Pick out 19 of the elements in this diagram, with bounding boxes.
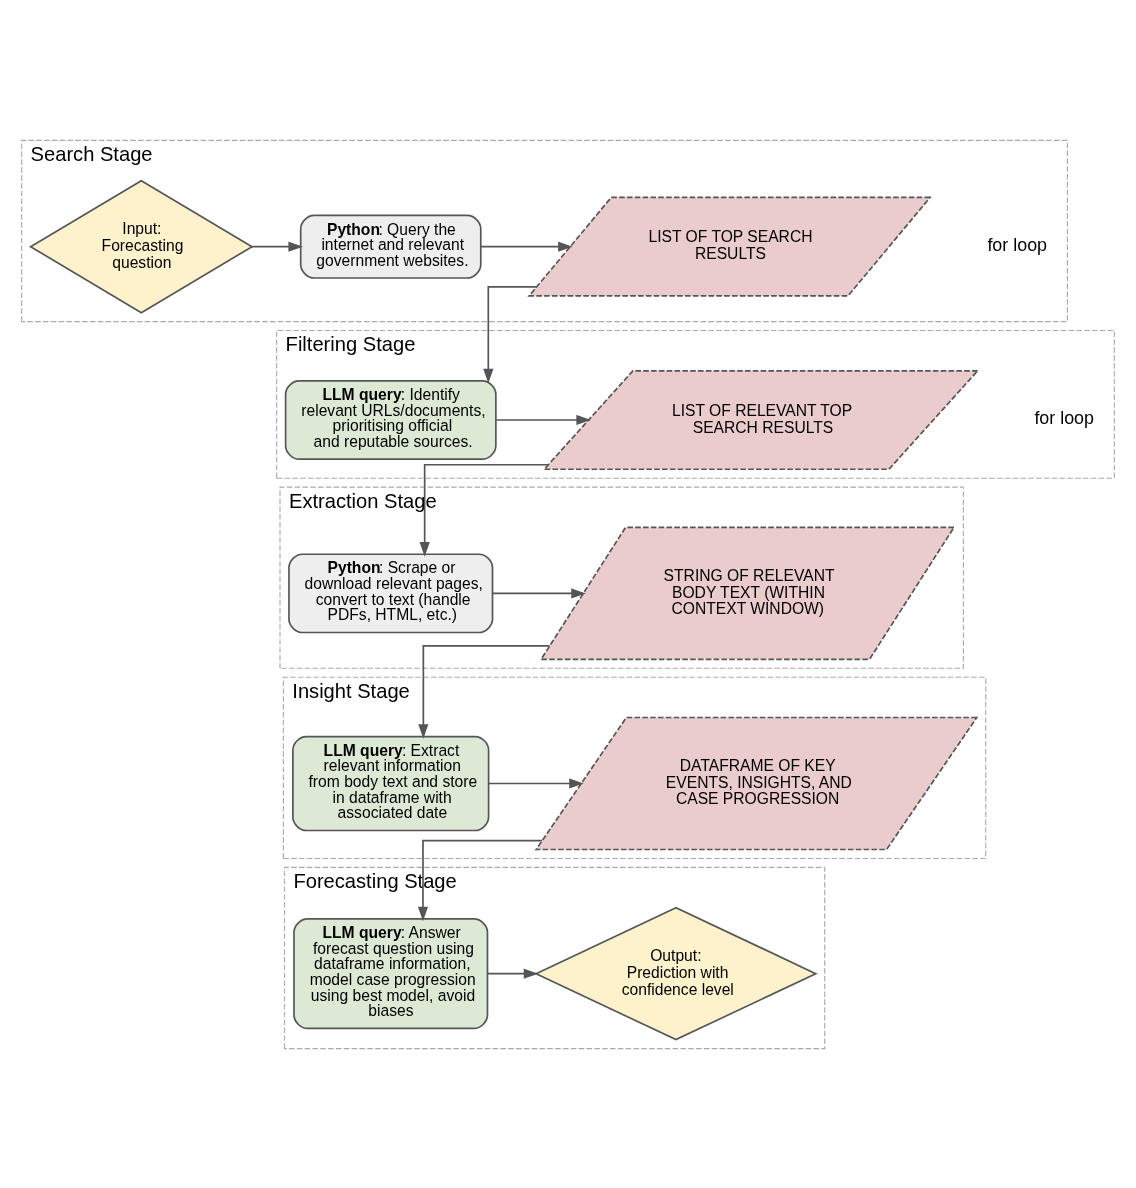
label: for loop [1034,407,1095,428]
node-box: Python: Query the internet and relevant government websites. [299,214,482,279]
arrow [251,241,303,252]
node-box: LLM query: Answer forecast question using dataframe information, model case progression using best model, avoid biases [293,917,489,1029]
node-box: LLM query: Extract relevant information from body text and store in dataframe with associated date [292,735,490,831]
node-box: Python: Scrape or download relevant pages, convert to text (handle PDFs, HTML, etc.) [288,552,494,633]
arrow [480,241,573,252]
arrow [487,777,584,789]
arrow [483,285,538,383]
node-diamond: Output: Prediction with confidence level [534,906,818,1041]
arrow [417,839,543,921]
node-box: LLM query: Identify relevant URLs/documents, prioritising official and reputable sources. [284,379,497,460]
arrow [419,463,549,557]
arrow [492,587,586,598]
arrow [495,414,591,425]
arrow [486,968,539,979]
node-diamond: Input: Forecasting question [28,179,254,314]
label: for loop [987,234,1048,255]
arrow [418,644,551,739]
